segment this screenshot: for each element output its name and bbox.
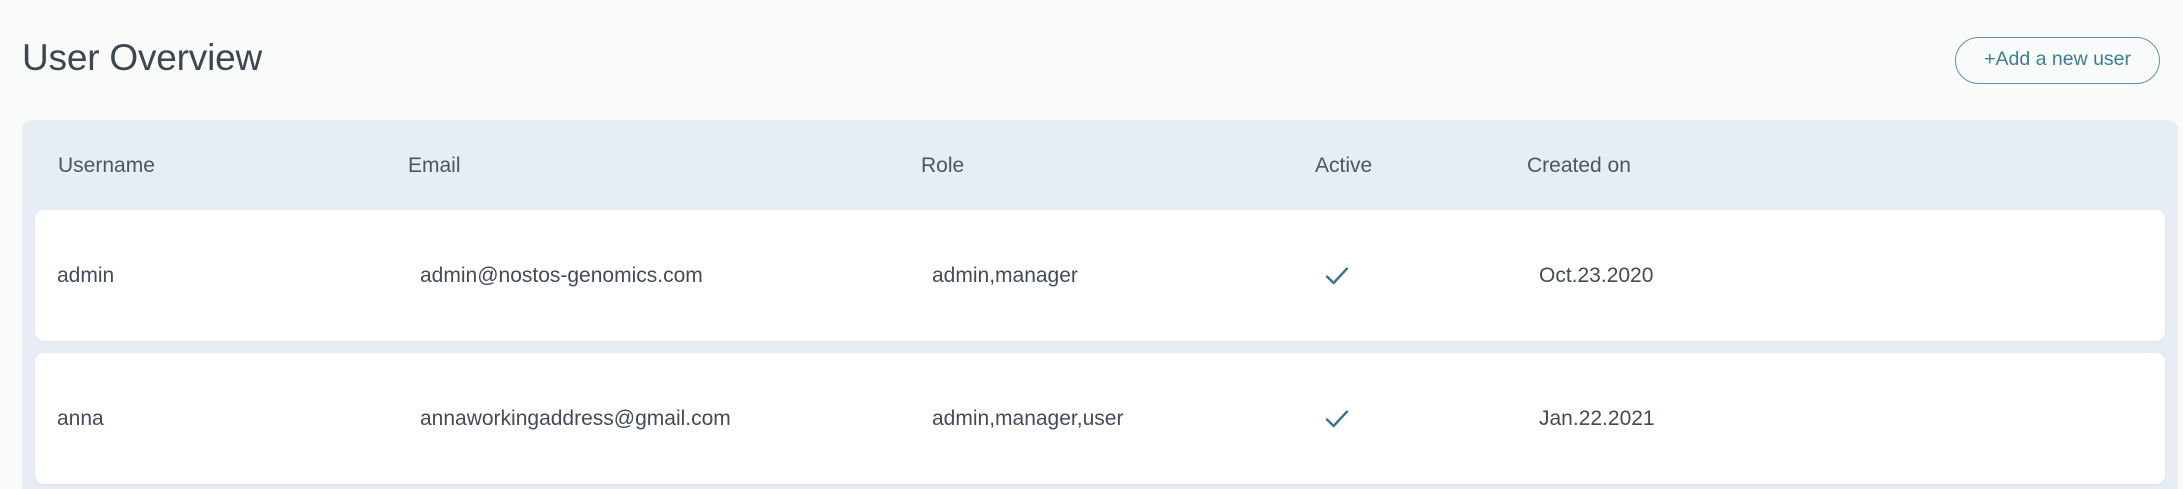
cell-created-on: Jan.22.2021 xyxy=(1539,407,1655,430)
cell-email: annaworkingaddress@gmail.com xyxy=(420,407,731,430)
table-header-row: Username Email Role Active Created on xyxy=(22,120,2178,210)
cell-email: admin@nostos-genomics.com xyxy=(420,264,703,287)
page-title: User Overview xyxy=(22,36,262,78)
cell-role: admin,manager xyxy=(932,264,1078,287)
cell-active xyxy=(1314,263,1526,289)
column-header-active[interactable]: Active xyxy=(1315,153,1373,177)
column-header-role[interactable]: Role xyxy=(921,153,965,177)
cell-username: admin xyxy=(57,264,115,287)
column-header-username[interactable]: Username xyxy=(58,153,155,177)
column-header-created-on[interactable]: Created on xyxy=(1527,153,1631,177)
cell-username: anna xyxy=(57,407,104,430)
cell-created-on: Oct.23.2020 xyxy=(1539,264,1654,287)
column-header-email[interactable]: Email xyxy=(408,153,461,177)
check-icon xyxy=(1324,263,1350,289)
users-table: Username Email Role Active Created on ad… xyxy=(22,120,2178,489)
add-user-button[interactable]: +Add a new user xyxy=(1955,36,2160,84)
cell-active xyxy=(1314,406,1526,432)
table-row[interactable]: anna annaworkingaddress@gmail.com admin,… xyxy=(35,353,2165,484)
check-icon xyxy=(1324,406,1350,432)
table-row[interactable]: admin admin@nostos-genomics.com admin,ma… xyxy=(35,210,2165,341)
page-header: User Overview +Add a new user xyxy=(0,0,2183,120)
cell-role: admin,manager,user xyxy=(932,407,1124,430)
